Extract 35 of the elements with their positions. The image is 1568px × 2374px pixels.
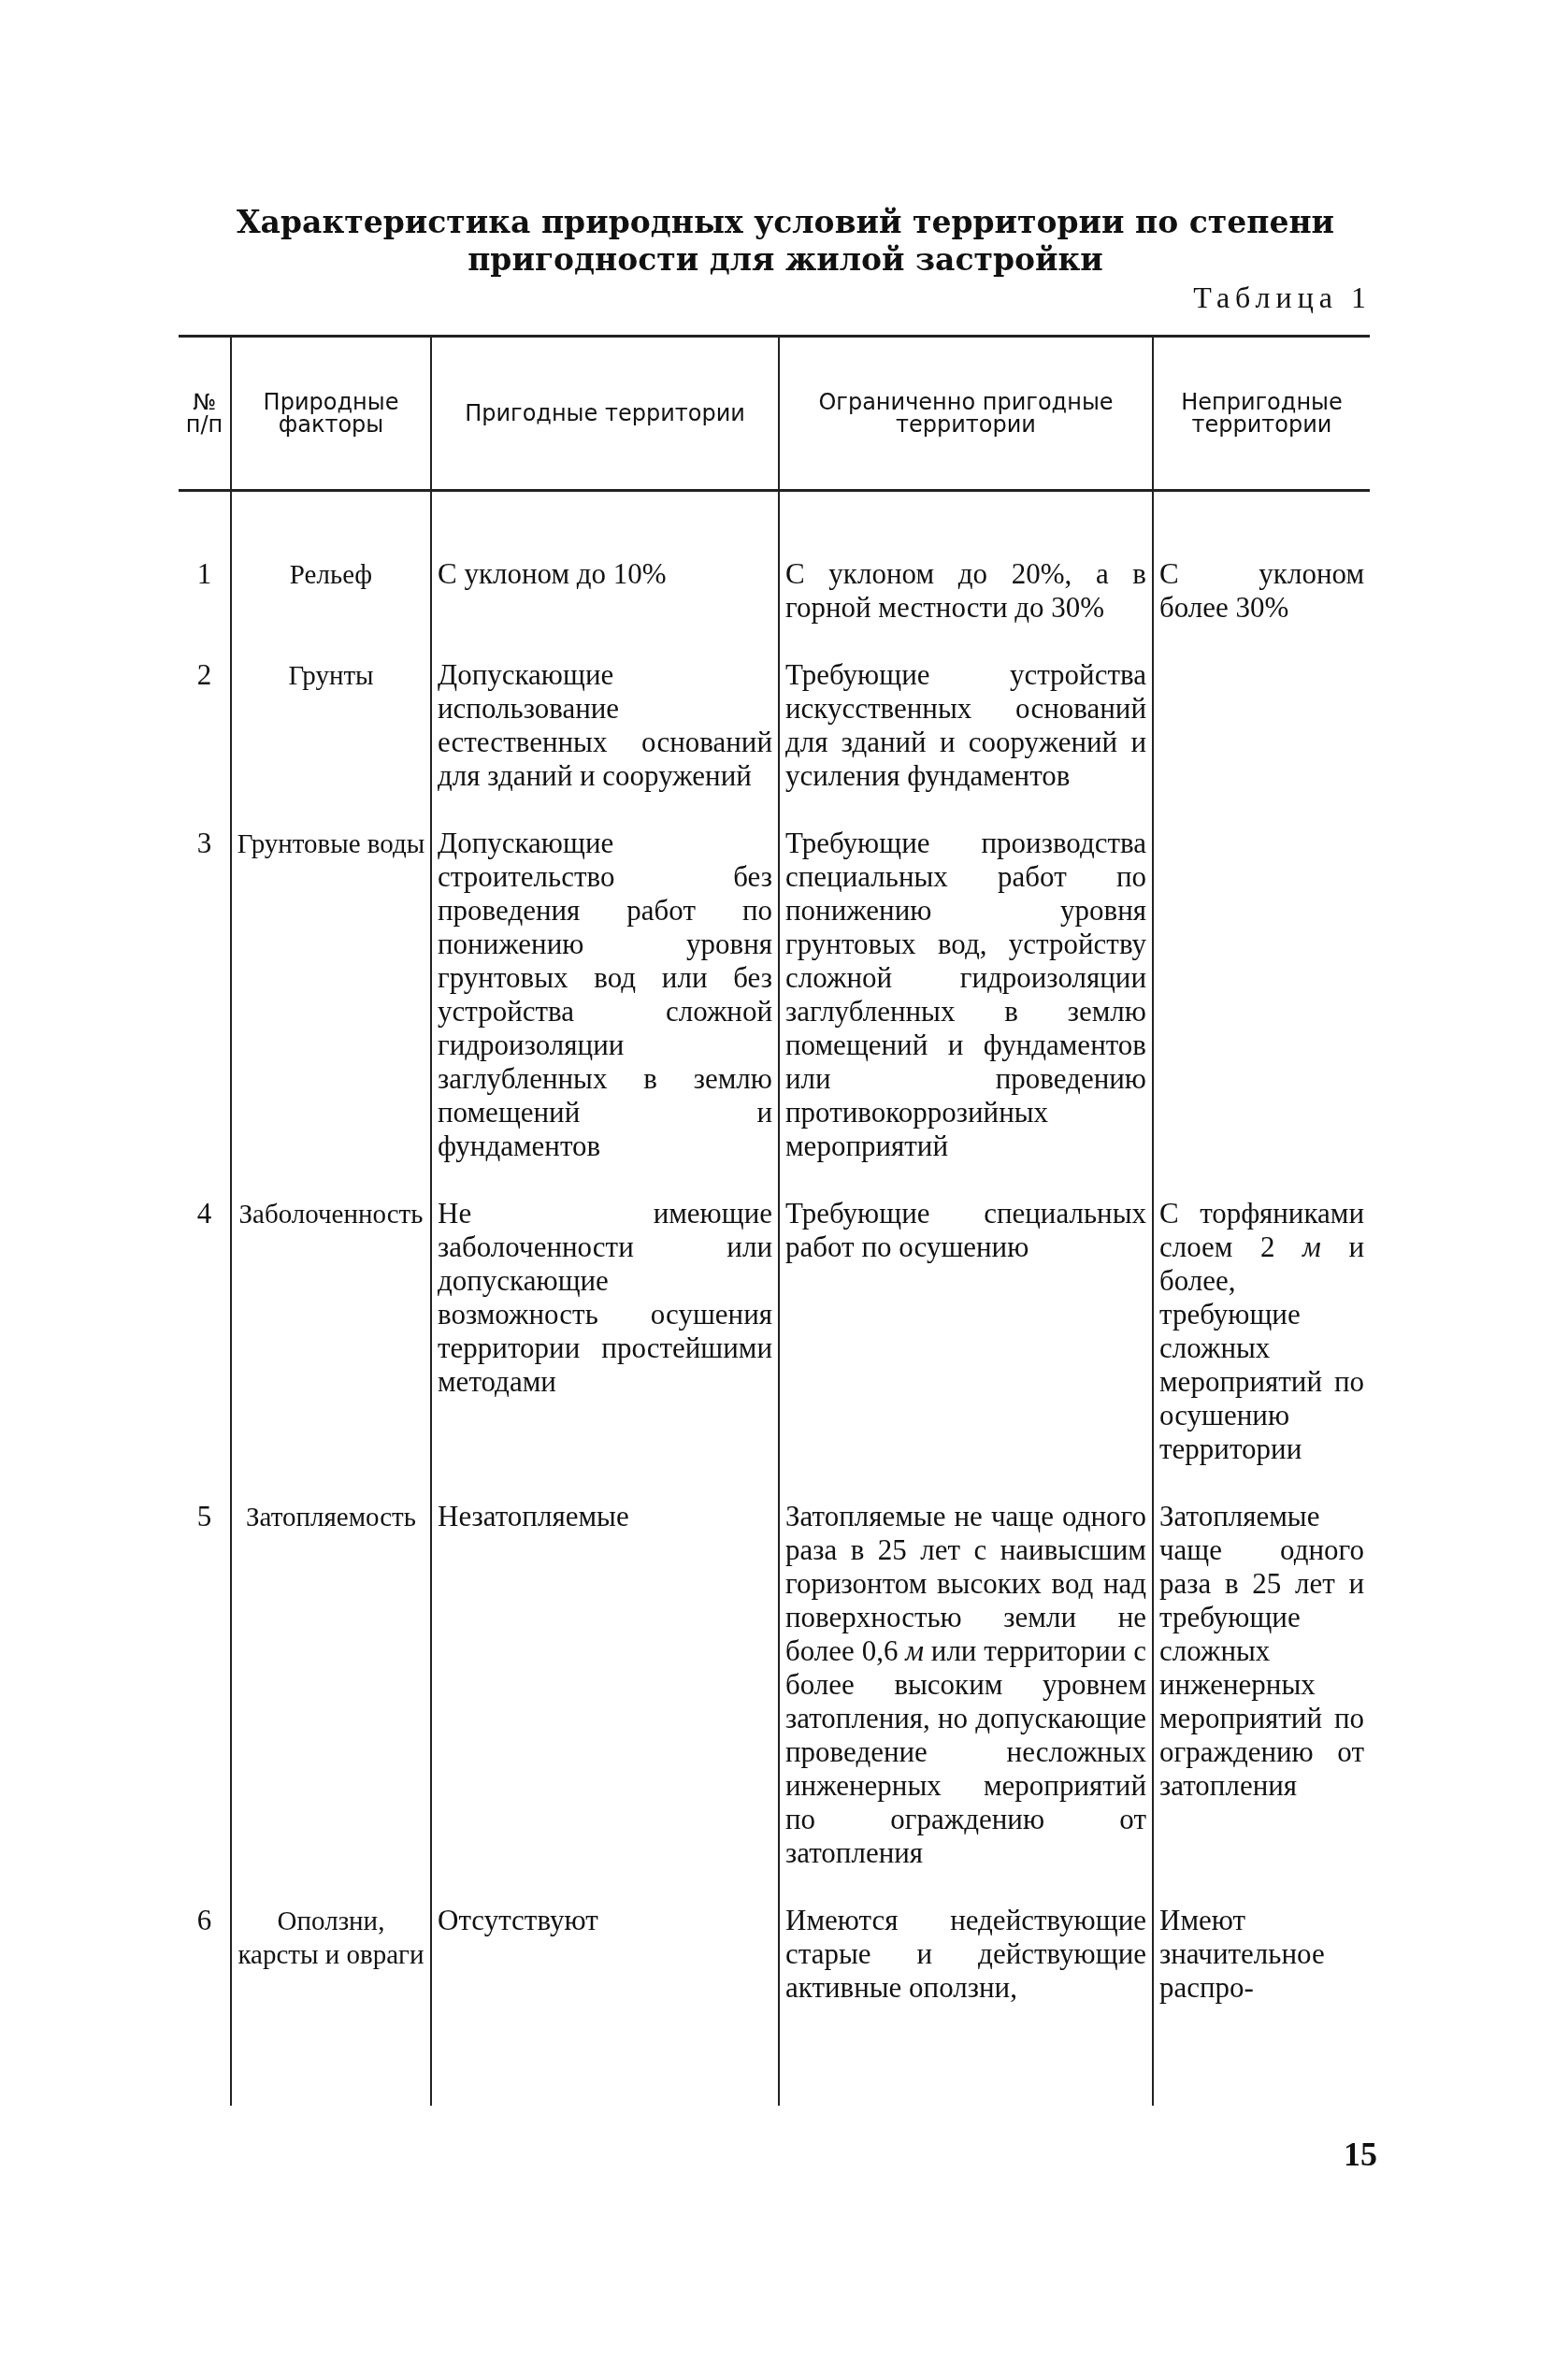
row-number: 6 <box>179 1904 231 2106</box>
cell-text: Имеют значительное распро- <box>1153 1904 1370 2106</box>
cell-text: Требующие устройства искусственных оснований для зданий и сооружений и усиления фундаментов <box>779 658 1153 827</box>
row-number: 5 <box>179 1500 231 1904</box>
cell-text: Незатопляемые <box>431 1500 779 1904</box>
row-number: 4 <box>179 1197 231 1500</box>
cell-text: Имеются недействующие старые и действующие активные оползни, <box>779 1904 1153 2106</box>
cell-text: С уклоном более 30% <box>1153 490 1370 658</box>
row-number: 1 <box>179 490 231 658</box>
cell-text: Не имеющие заболоченности или допускающие возможность осушения территории простейшими методами <box>431 1197 779 1500</box>
cell-text: С уклоном до 10% <box>431 490 779 658</box>
table-number: Таблица 1 <box>1193 281 1372 315</box>
cell-text: Затопляемые не чаще одного раза в 25 лет с наивысшим горизонтом высоких вод над поверхностью земли не более 0,6 м или территории с более высоким уровнем затопления, но допускающие проведение несложных инженерных мероприятий по ограждению от затопления <box>779 1500 1153 1904</box>
factor-name: Грунты <box>231 658 431 827</box>
cell-text: Требующие производства специальных работ по понижению уровня грунтовых вод, устройству сложной гидроизоляции заглубленных в землю помещений и фундаментов или проведению противокоррозийных мероприятий <box>779 827 1153 1197</box>
page-number: 15 <box>1344 2135 1377 2174</box>
column-header: Пригодные территории <box>431 336 779 491</box>
cell-text: С уклоном до 20%, а в горной местности до 30% <box>779 490 1153 658</box>
table-title: Характеристика природных условий территории по степени пригодности для жилой застройки <box>235 204 1335 279</box>
column-header: Непригодные территории <box>1153 336 1370 491</box>
cell-text: Допускающие использование естественных оснований для зданий и сооружений <box>431 658 779 827</box>
cell-text: Требующие специальных работ по осушению <box>779 1197 1153 1500</box>
column-header: Природные факторы <box>231 336 431 491</box>
factor-name: Заболоченность <box>231 1197 431 1500</box>
column-header: № п/п <box>179 336 231 491</box>
column-header: Ограниченно пригодные территории <box>779 336 1153 491</box>
row-number: 3 <box>179 827 231 1197</box>
factor-name: Оползни, карсты и овраги <box>231 1904 431 2106</box>
cell-text: Затопляемые чаще одного раза в 25 лет и требующие сложных инженерных мероприятий по ограждению от затопления <box>1153 1500 1370 1904</box>
cell-text: Отсутствуют <box>431 1904 779 2106</box>
row-number: 2 <box>179 658 231 827</box>
cell-text: Допускающие строительство без проведения работ по понижению уровня грунтовых вод или без устройства сложной гидроизоляции заглубленных в землю помещений и фундаментов <box>431 827 779 1197</box>
factor-name: Рельеф <box>231 490 431 658</box>
factor-name: Грунтовые воды <box>231 827 431 1197</box>
factor-name: Затопляемость <box>231 1500 431 1904</box>
